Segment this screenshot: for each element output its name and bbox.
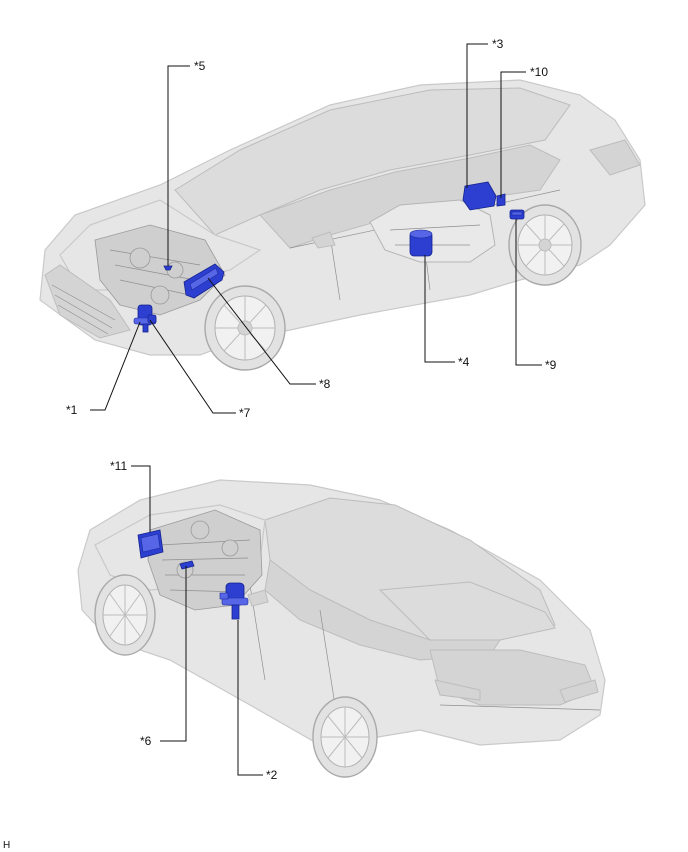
- callout-5: *5: [194, 59, 206, 73]
- callout-4: *4: [458, 355, 470, 369]
- part-11-icon: [137, 529, 164, 559]
- callout-11: *11: [110, 459, 127, 473]
- rear-wheel-rear-view: [312, 696, 378, 778]
- callout-9: *9: [545, 358, 557, 372]
- part-5-icon: [163, 265, 173, 271]
- leader-lines-top: [90, 43, 542, 414]
- callout-6: *6: [140, 734, 152, 748]
- part-7-icon: [147, 314, 157, 324]
- vehicle-rear-left-view: [77, 479, 606, 778]
- callout-10: *10: [530, 65, 548, 79]
- rear-wheel: [508, 204, 582, 286]
- figure-code: H: [3, 840, 10, 851]
- front-wheel-rear-view: [94, 574, 156, 656]
- fuel-tank: [369, 199, 496, 263]
- part-2-icon: [219, 582, 249, 620]
- callout-8: *8: [319, 377, 331, 391]
- part-8-icon: [183, 263, 225, 299]
- callout-2: *2: [266, 768, 278, 782]
- callout-7: *7: [239, 406, 251, 420]
- part-4-icon: [409, 229, 433, 257]
- part-10-icon: [496, 193, 506, 207]
- part-6-icon: [179, 560, 195, 570]
- front-wheel: [204, 285, 286, 371]
- part-3-icon: [462, 181, 497, 211]
- part-9-icon: [509, 209, 525, 220]
- vehicle-front-left-view: [39, 79, 646, 371]
- leader-lines-bottom: [131, 465, 263, 776]
- callout-1: *1: [66, 403, 78, 417]
- callout-3: *3: [492, 37, 504, 51]
